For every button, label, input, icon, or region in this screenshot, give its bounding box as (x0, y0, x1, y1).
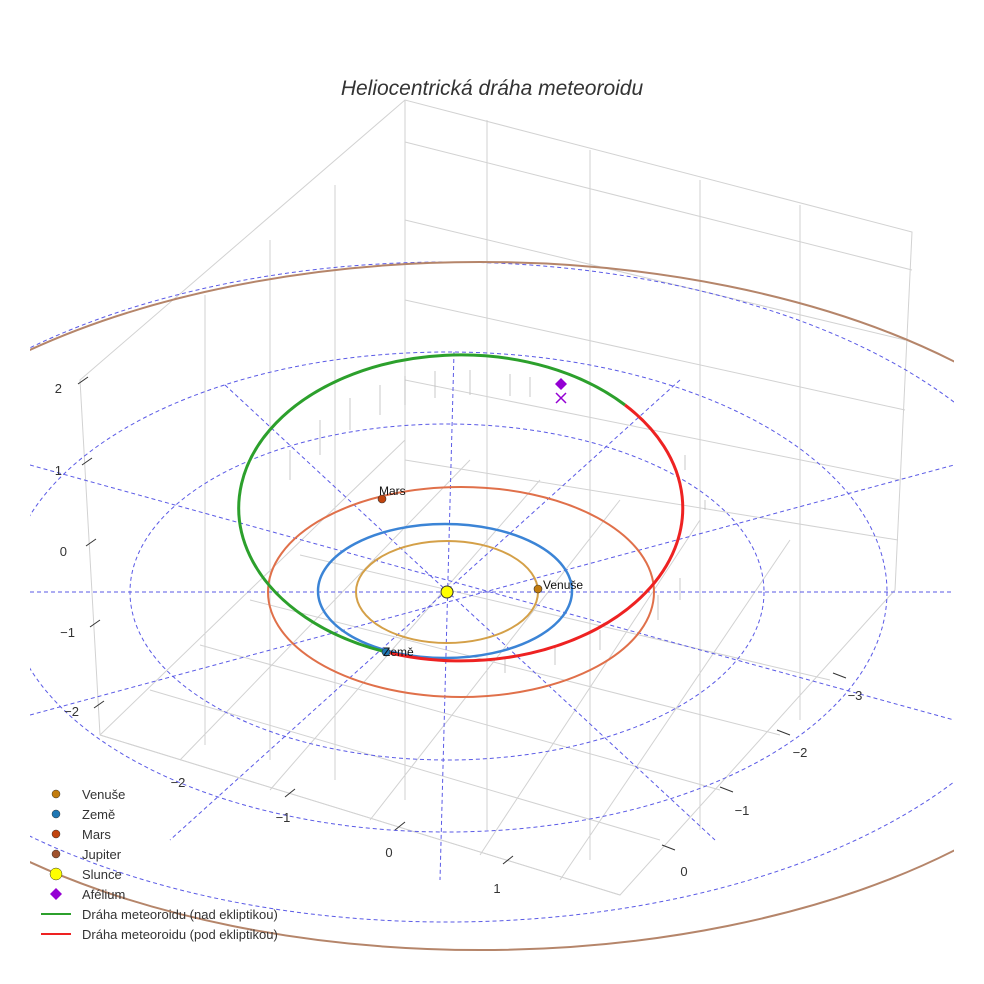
mars-label: Mars (379, 484, 406, 498)
grid-box (79, 99, 913, 896)
svg-text:1: 1 (55, 463, 62, 478)
legend-item-jupiter[interactable]: Jupiter (51, 847, 122, 862)
svg-text:0: 0 (385, 845, 392, 860)
y-axis-ticks: −3 −2 −1 0 (661, 672, 863, 879)
svg-text:Dráha meteoroidu (nad ekliptik: Dráha meteoroidu (nad ekliptikou) (82, 907, 278, 922)
svg-text:−1: −1 (60, 625, 75, 640)
ecliptic-grid (30, 261, 954, 923)
svg-text:0: 0 (60, 544, 67, 559)
svg-text:Dráha meteoroidu (pod ekliptik: Dráha meteoroidu (pod ekliptikou) (82, 927, 278, 942)
svg-text:Jupiter: Jupiter (82, 847, 122, 862)
svg-text:−2: −2 (64, 704, 79, 719)
svg-text:Venuše: Venuše (82, 787, 125, 802)
venus-marker[interactable] (533, 584, 543, 594)
mars-marker[interactable] (377, 494, 387, 504)
svg-text:−2: −2 (793, 745, 808, 760)
jupiter-orbit (30, 261, 954, 951)
svg-text:Mars: Mars (82, 827, 111, 842)
svg-text:−1: −1 (276, 810, 291, 825)
legend-item-aphelion[interactable]: Afélium (50, 887, 125, 902)
svg-text:Afélium: Afélium (82, 887, 125, 902)
meteoroid-orbit-below (385, 403, 685, 663)
drop-lines (289, 370, 706, 673)
legend-item-sun[interactable]: Slunce (49, 867, 122, 882)
legend-item-mars[interactable]: Mars (51, 827, 111, 842)
x-axis-ticks: −2 −1 0 1 (171, 775, 514, 896)
aphelion-projection-marker (555, 392, 567, 404)
legend-item-venus[interactable]: Venuše (51, 787, 125, 802)
chart-title: Heliocentrická dráha meteoroidu (341, 77, 644, 100)
svg-text:−3: −3 (848, 688, 863, 703)
legend: Venuše Země Mars Jupiter Slunce Afélium … (41, 787, 278, 942)
svg-text:1: 1 (493, 881, 500, 896)
earth-marker[interactable] (381, 647, 391, 657)
sun-marker[interactable] (440, 585, 454, 599)
legend-item-orbit-above[interactable]: Dráha meteoroidu (nad ekliptikou) (41, 907, 278, 922)
meteoroid-orbit-above (237, 353, 626, 654)
z-axis-ticks: 2 1 0 −1 −2 (55, 376, 105, 719)
earth-orbit (316, 522, 574, 660)
svg-text:2: 2 (55, 381, 62, 396)
legend-item-earth[interactable]: Země (51, 807, 115, 822)
svg-text:Země: Země (82, 807, 115, 822)
earth-label: Země (383, 645, 414, 659)
svg-text:−1: −1 (735, 803, 750, 818)
aphelion-marker[interactable] (555, 378, 567, 390)
svg-text:Slunce: Slunce (82, 867, 122, 882)
mars-orbit (267, 486, 655, 698)
venus-label: Venuše (543, 578, 583, 592)
svg-text:−2: −2 (171, 775, 186, 790)
svg-text:0: 0 (680, 864, 687, 879)
legend-item-orbit-below[interactable]: Dráha meteoroidu (pod ekliptikou) (41, 927, 278, 942)
